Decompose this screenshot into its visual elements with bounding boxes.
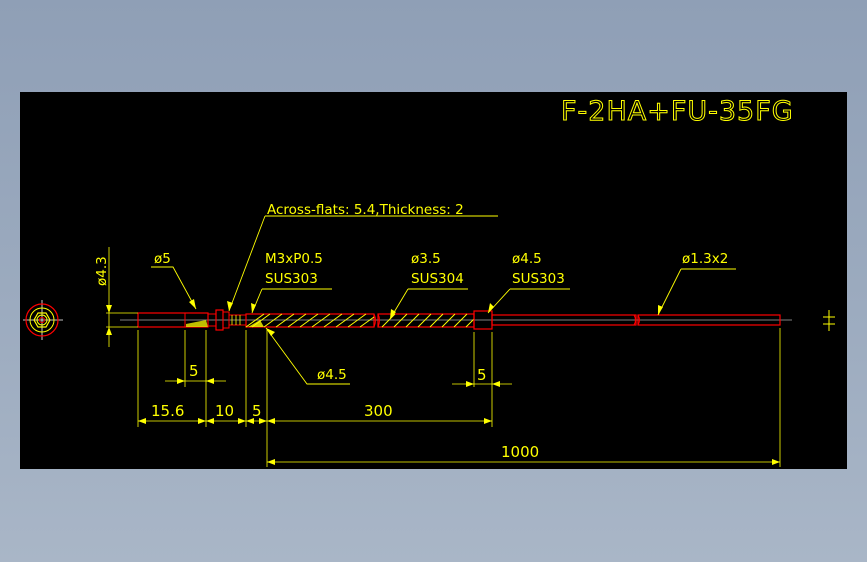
- fiber-body: [137, 309, 781, 331]
- dia-4-3-label: ø4.3: [94, 256, 110, 286]
- dia-4-5-lead-label: ø4.5: [317, 367, 347, 383]
- end-view: [23, 300, 63, 340]
- across-flats-label: Across-flats: 5.4,Thickness: 2: [267, 202, 464, 218]
- material-label-1: SUS303: [265, 271, 318, 287]
- arrowheads: [106, 305, 780, 465]
- leader-arrows: [189, 299, 663, 336]
- dim-1000: 1000: [501, 443, 539, 461]
- end-mark: [823, 310, 835, 331]
- dimension-lines: [106, 247, 781, 467]
- drawing-title: F-2HA+FU-35FG: [561, 96, 794, 127]
- dia-4-5-top-label: ø4.5: [512, 251, 542, 267]
- dim-10: 10: [215, 402, 234, 420]
- dim-5: 5: [252, 402, 262, 420]
- dia-3-5-label: ø3.5: [411, 251, 441, 267]
- leader-lines: [151, 215, 736, 385]
- annotations: Across-flats: 5.4,Thickness: 2 M3xP0.5 S…: [94, 202, 728, 461]
- cad-viewport[interactable]: F-2HA+FU-35FG: [20, 92, 847, 469]
- thread-label: M3xP0.5: [265, 251, 323, 267]
- material-label-3: SUS303: [512, 271, 565, 287]
- dim-5-left: 5: [189, 362, 199, 380]
- dim-5-right: 5: [477, 366, 487, 384]
- dim-300: 300: [364, 402, 393, 420]
- technical-drawing: F-2HA+FU-35FG: [23, 96, 835, 467]
- material-label-2: SUS304: [411, 271, 464, 287]
- dia-5-label: ø5: [154, 251, 171, 267]
- fiber-label: ø1.3x2: [682, 251, 728, 267]
- dim-15-6: 15.6: [151, 402, 184, 420]
